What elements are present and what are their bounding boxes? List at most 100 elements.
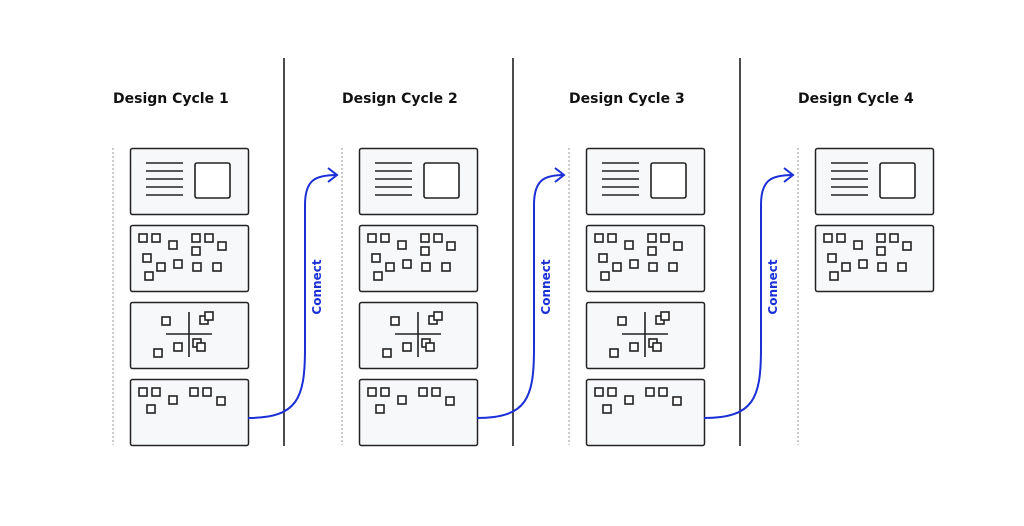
sticky-note-icon [609,348,619,358]
image-placeholder-icon [194,162,231,199]
sticky-note-icon [594,387,604,397]
sticky-note-icon [202,387,212,397]
sticky-note-icon [189,387,199,397]
sticky-note-icon [660,311,670,321]
sticky-note-icon [446,241,456,251]
arrowhead-icon [783,167,795,183]
sticky-note-icon [371,253,381,263]
sticky-note-icon [658,387,668,397]
sticky-note-icon [647,233,657,243]
sticky-note-icon [367,387,377,397]
sticky-note-icon [594,233,604,243]
sticky-note-icon [196,342,206,352]
sticky-note-icon [877,262,887,272]
sticky-note-icon [168,395,178,405]
sticky-note-icon [897,262,907,272]
sticky-note-icon [156,262,166,272]
sticky-note-icon [645,387,655,397]
card-sparse [129,378,250,447]
connector-path [476,174,565,419]
sticky-note-icon [144,271,154,281]
sticky-note-icon [390,316,400,326]
card-layout [358,147,479,216]
sticky-note-icon [212,262,222,272]
sticky-note-icon [607,233,617,243]
sticky-note-icon [841,262,851,272]
sticky-note-icon [602,404,612,414]
sticky-note-icon [418,387,428,397]
sticky-note-icon [385,262,395,272]
sticky-note-icon [168,240,178,250]
sticky-note-icon [629,259,639,269]
design-cycle-1: Design Cycle 1 [112,91,250,447]
sticky-note-icon [367,233,377,243]
sticky-note-icon [173,342,183,352]
sticky-note-icon [138,387,148,397]
card-quadrant [358,301,479,370]
card-layout [585,147,706,216]
sticky-note-icon [433,311,443,321]
sticky-note-icon [629,342,639,352]
connector-path [247,174,338,419]
sticky-note-icon [617,316,627,326]
arrowhead-icon [554,167,566,183]
sticky-note-icon [192,262,202,272]
sticky-note-icon [382,348,392,358]
sticky-note-icon [612,262,622,272]
sticky-note-icon [889,233,899,243]
sticky-note-icon [836,233,846,243]
card-quadrant [585,301,706,370]
sticky-note-icon [660,233,670,243]
sticky-note-icon [668,262,678,272]
connector-path [703,174,794,419]
sticky-note-icon [217,241,227,251]
sticky-note-icon [420,233,430,243]
sticky-note-icon [173,259,183,269]
cycle-title: Design Cycle 1 [113,91,229,107]
cycle-title: Design Cycle 3 [569,91,685,107]
image-placeholder-icon [423,162,460,199]
sticky-note-icon [204,311,214,321]
sticky-note-icon [373,271,383,281]
sticky-note-icon [829,271,839,281]
sticky-note-icon [142,253,152,263]
card-scatter [358,224,479,293]
sticky-note-icon [648,262,658,272]
sticky-note-icon [402,259,412,269]
connector-label: Connect [310,259,324,314]
sticky-note-icon [673,241,683,251]
sticky-note-icon [375,404,385,414]
sticky-note-icon [441,262,451,272]
sticky-note-icon [672,396,682,406]
card-frame [129,147,250,216]
cycle-title: Design Cycle 2 [342,91,458,107]
sticky-note-icon [827,253,837,263]
sticky-note-icon [431,387,441,397]
sticky-note-icon [598,253,608,263]
sticky-note-icon [823,233,833,243]
sticky-note-icon [647,246,657,256]
sticky-note-icon [153,348,163,358]
sticky-note-icon [191,233,201,243]
sticky-note-icon [425,342,435,352]
sticky-note-icon [433,233,443,243]
sticky-note-icon [420,246,430,256]
card-sparse [358,378,479,447]
sticky-note-icon [380,387,390,397]
sticky-note-icon [858,259,868,269]
sticky-note-icon [652,342,662,352]
card-scatter [129,224,250,293]
image-placeholder-icon [650,162,687,199]
design-cycle-2: Design Cycle 2 [341,91,479,447]
sticky-note-icon [191,246,201,256]
sticky-note-icon [151,233,161,243]
sticky-note-icon [138,233,148,243]
sticky-note-icon [876,233,886,243]
sticky-note-icon [421,262,431,272]
sticky-note-icon [204,233,214,243]
sticky-note-icon [146,404,156,414]
connector-label: Connect [766,259,780,314]
sticky-note-icon [161,316,171,326]
connect-arrow-3: Connect [703,167,795,419]
